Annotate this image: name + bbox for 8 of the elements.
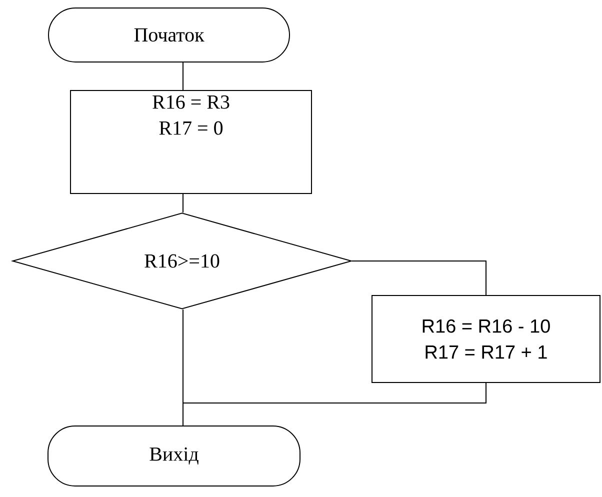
connector-line <box>182 309 184 426</box>
process-box: R16 = R16 - 10 R17 = R17 + 1 <box>372 294 600 383</box>
terminal-box: Початок <box>48 8 290 62</box>
process-box: R16 = R3 R17 = 0 <box>70 90 312 194</box>
connector-line <box>352 260 486 296</box>
terminal-box: Вихід <box>48 425 300 486</box>
connector-line <box>182 194 184 213</box>
connector-line <box>182 62 184 90</box>
